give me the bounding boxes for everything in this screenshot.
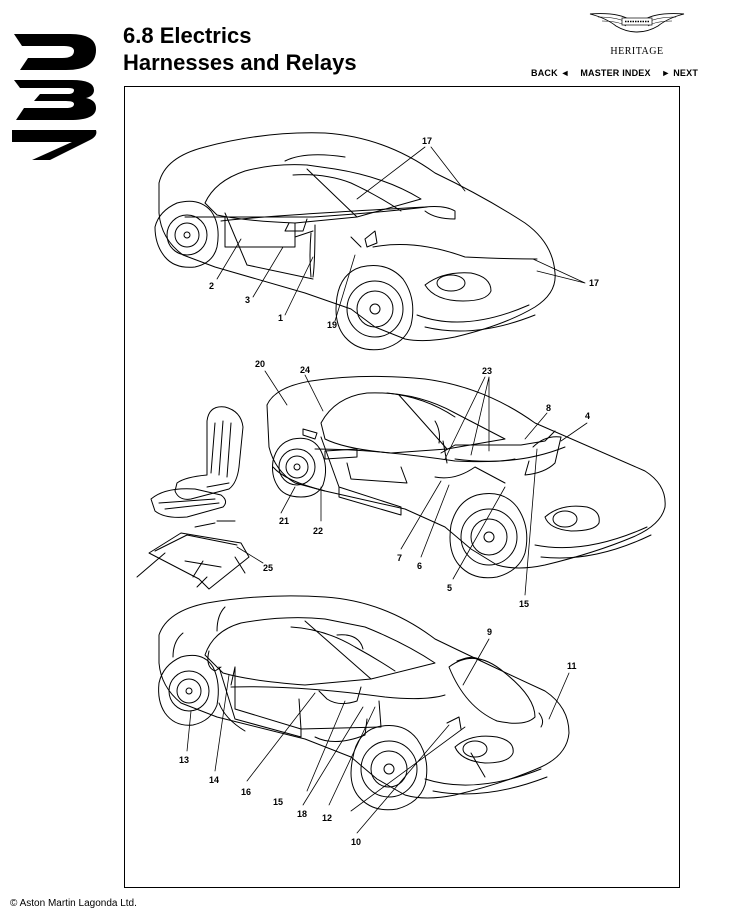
seat-illustration xyxy=(136,406,250,590)
callout-15-middle: 15 xyxy=(519,599,529,609)
callout-labels: 17 17 2 3 1 19 20 24 23 8 4 21 22 7 6 5 … xyxy=(179,136,599,847)
callout-10: 10 xyxy=(351,837,361,847)
callout-23: 23 xyxy=(482,366,492,376)
callout-2: 2 xyxy=(209,281,214,291)
callout-4: 4 xyxy=(585,411,590,421)
page-title: 6.8 Electrics Harnesses and Relays xyxy=(123,22,357,76)
brand: HERITAGE xyxy=(588,8,686,58)
callout-15-bottom: 15 xyxy=(273,797,283,807)
callout-14: 14 xyxy=(209,775,219,785)
next-link[interactable]: ► NEXT xyxy=(661,68,699,78)
callout-6: 6 xyxy=(417,561,422,571)
car-top xyxy=(154,132,556,351)
copyright-notice: © Aston Martin Lagonda Ltd. xyxy=(10,898,137,909)
back-link[interactable]: BACK ◄ xyxy=(531,68,570,78)
callout-1: 1 xyxy=(278,313,283,323)
middle-leaders xyxy=(236,370,588,596)
bottom-leaders xyxy=(186,638,570,834)
top-leaders xyxy=(216,146,586,322)
callout-24: 24 xyxy=(300,365,310,375)
callout-16: 16 xyxy=(241,787,251,797)
navigation: BACK ◄ MASTER INDEX ► NEXT xyxy=(531,68,698,78)
harness-diagram: 17 17 2 3 1 19 20 24 23 8 4 21 22 7 6 5 … xyxy=(136,132,666,847)
callout-20: 20 xyxy=(255,359,265,369)
callout-21: 21 xyxy=(279,516,289,526)
callout-5: 5 xyxy=(447,583,452,593)
callout-9: 9 xyxy=(487,627,492,637)
section-title: 6.8 Electrics xyxy=(123,23,252,48)
callout-13: 13 xyxy=(179,755,189,765)
callout-8: 8 xyxy=(546,403,551,413)
car-bottom xyxy=(158,595,570,811)
callout-19: 19 xyxy=(327,320,337,330)
callout-3: 3 xyxy=(245,295,250,305)
callout-12: 12 xyxy=(322,813,332,823)
db7-logo xyxy=(12,34,97,160)
callout-17-top: 17 xyxy=(422,136,432,146)
aston-martin-wings-icon xyxy=(589,13,685,33)
callout-17-right: 17 xyxy=(589,278,599,288)
heritage-label: HERITAGE xyxy=(610,46,664,57)
car-middle xyxy=(266,375,666,579)
callout-25: 25 xyxy=(263,563,273,573)
callout-11: 11 xyxy=(567,661,577,671)
callout-7: 7 xyxy=(397,553,402,563)
callout-18: 18 xyxy=(297,809,307,819)
diagram-frame: 17 17 2 3 1 19 20 24 23 8 4 21 22 7 6 5 … xyxy=(124,86,680,888)
master-index-link[interactable]: MASTER INDEX xyxy=(580,68,651,78)
callout-22: 22 xyxy=(313,526,323,536)
section-subtitle: Harnesses and Relays xyxy=(123,50,357,75)
